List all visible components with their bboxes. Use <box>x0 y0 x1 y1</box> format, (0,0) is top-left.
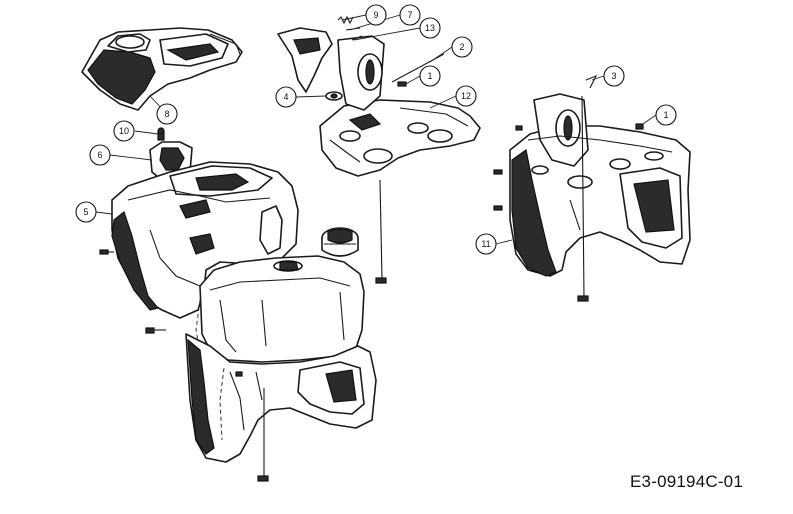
callout-10: 10 <box>113 120 135 142</box>
callout-11-label: 11 <box>481 239 490 249</box>
support-plate-part-12 <box>319 99 481 177</box>
lower-fender <box>185 333 377 463</box>
callout-4: 4 <box>275 86 297 108</box>
screw-left-1 <box>99 249 114 255</box>
screw-right-1 <box>493 169 503 175</box>
callout-7: 7 <box>399 4 421 26</box>
rod-center <box>375 179 387 284</box>
callout-6-label: 6 <box>97 150 102 160</box>
bolt-part-10 <box>157 127 165 141</box>
callout-13-label: 13 <box>425 23 435 33</box>
screw-right-3 <box>515 125 523 131</box>
callout-1-right: 1 <box>655 104 677 126</box>
hood-cover-part-8 <box>81 27 243 111</box>
pin-part-3-right <box>585 74 598 89</box>
rod-right <box>577 95 589 302</box>
fuel-cap <box>321 227 359 257</box>
callout-1-center-label: 1 <box>427 71 432 81</box>
callout-10-label: 10 <box>119 126 129 136</box>
console-assembly-part-11 <box>509 93 691 277</box>
callout-13: 13 <box>419 17 441 39</box>
callout-5-label: 5 <box>83 207 88 217</box>
screw-right-2 <box>493 205 503 211</box>
callout-1-right-label: 1 <box>663 110 668 120</box>
callout-9: 9 <box>365 4 387 26</box>
diagram-code: E3-09194C-01 <box>630 472 743 491</box>
callout-4-label: 4 <box>283 92 288 102</box>
screw-part-1-center <box>397 81 407 87</box>
callout-6: 6 <box>89 144 111 166</box>
screw-part-1-right <box>635 123 644 130</box>
washer-part-4 <box>325 91 343 101</box>
callout-12: 12 <box>455 85 477 107</box>
callout-12-label: 12 <box>461 91 471 101</box>
screw-left-2 <box>145 327 166 334</box>
pin-part-13 <box>351 35 363 41</box>
callout-2: 2 <box>451 36 473 58</box>
callout-8: 8 <box>156 103 178 125</box>
column-bracket <box>277 27 385 111</box>
callout-3-label: 3 <box>611 71 616 81</box>
callout-7-label: 7 <box>407 10 412 20</box>
screw-tank <box>235 371 243 377</box>
callout-2-label: 2 <box>459 42 464 52</box>
console-body-part-5 <box>111 161 299 319</box>
callout-11: 11 <box>475 233 497 255</box>
callout-3: 3 <box>603 65 625 87</box>
spring-part-9 <box>337 15 354 25</box>
rod-left <box>257 388 269 482</box>
callout-8-label: 8 <box>164 109 169 119</box>
callout-5: 5 <box>75 201 97 223</box>
callout-1-center: 1 <box>419 65 441 87</box>
callout-9-label: 9 <box>373 10 378 20</box>
